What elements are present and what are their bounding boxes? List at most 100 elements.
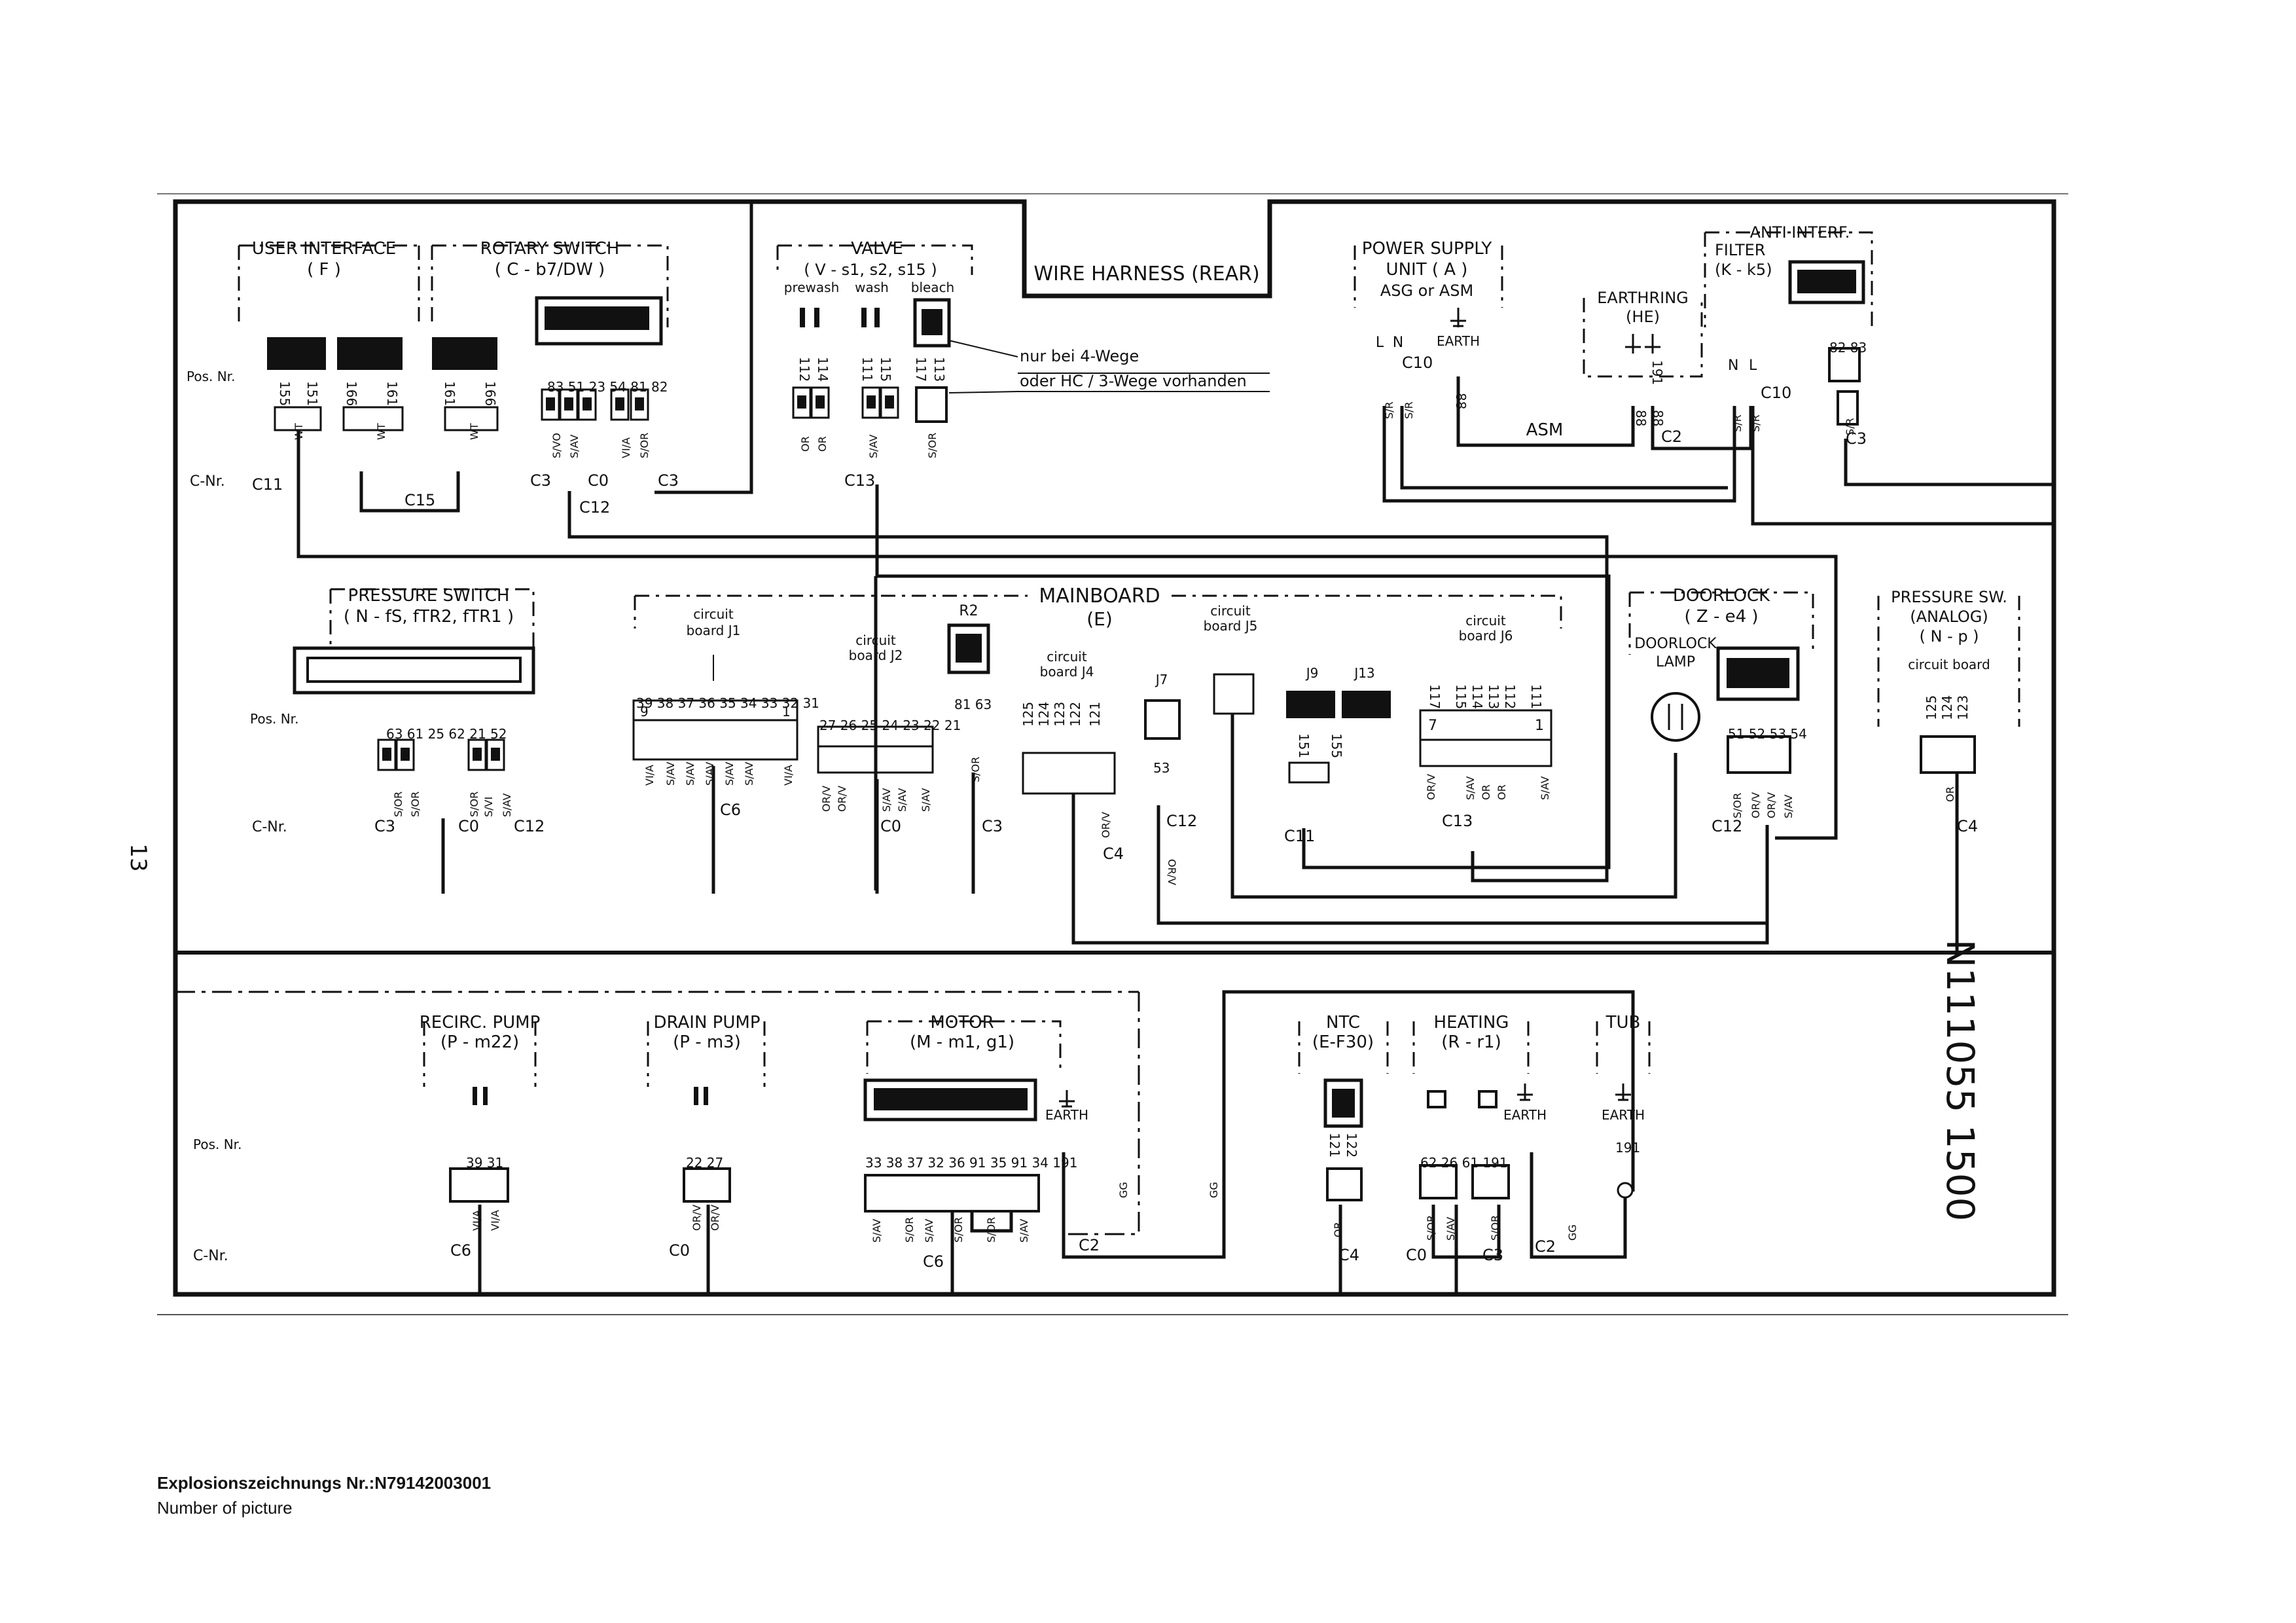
doorlock-code: ( Z - e4 ) bbox=[1684, 607, 1758, 627]
lbl-c13-b: C13 bbox=[1442, 812, 1473, 830]
pos-ui-2: 151 bbox=[304, 381, 320, 406]
doc-code: N111055 1500 bbox=[1938, 939, 1982, 1222]
analog-title: PRESSURE SW. bbox=[1891, 588, 2007, 606]
lbl-c3-d: C3 bbox=[374, 817, 395, 835]
pos-pressure: 63 61 25 62 21 52 bbox=[386, 726, 507, 742]
pos-numbers: 83 51 23 54 81 82 63 61 25 62 21 52 39 3… bbox=[386, 340, 1867, 1171]
j5-label: circuit bbox=[1210, 603, 1251, 619]
power-line2: UNIT ( A ) bbox=[1386, 260, 1468, 280]
filter-l: L bbox=[1749, 357, 1757, 374]
valve-note-line2: oder HC / 3-Wege vorhanden bbox=[1020, 372, 1247, 390]
motor-code: (M - m1, g1) bbox=[910, 1032, 1014, 1052]
analog-connector bbox=[1920, 735, 1976, 774]
pos-motor: 33 38 37 32 36 91 35 91 34 191 bbox=[865, 1155, 1077, 1171]
wc-rot-3: VI/A bbox=[620, 437, 632, 458]
wc-rot-4: S/OR bbox=[638, 433, 651, 458]
power-earth: EARTH bbox=[1437, 333, 1480, 349]
lbl-c4-b: C4 bbox=[1957, 817, 1978, 835]
pos-ui-6: 166 bbox=[482, 381, 498, 406]
pressure-title: PRESSURE SWITCH bbox=[348, 586, 510, 606]
wc-power-2: S/R bbox=[1403, 401, 1415, 419]
wc-j1-7: VI/A bbox=[782, 765, 795, 786]
rotary-title: ROTARY SWITCH bbox=[480, 239, 620, 259]
wc-motor-1: S/AV bbox=[870, 1219, 883, 1243]
pos-valve-6: 113 bbox=[931, 357, 947, 382]
wc-j1-3: S/AV bbox=[684, 762, 696, 786]
valve-block: VALVE ( V - s1, s2, s15 ) prewash wash b… bbox=[776, 239, 973, 423]
doorlock-lamp-2: LAMP bbox=[1656, 654, 1695, 670]
doorlock-lamp-icon bbox=[1651, 692, 1700, 742]
power-n: N bbox=[1393, 335, 1403, 351]
j6-pin-last: 1 bbox=[1535, 718, 1544, 734]
pos-analog-3: 123 bbox=[1955, 695, 1971, 720]
pos-label-1: Pos. Nr. bbox=[187, 369, 235, 384]
j4-label-2: board J4 bbox=[1040, 664, 1094, 680]
wc-motor-4: S/OR bbox=[952, 1217, 965, 1243]
wc-drain-2: OR/V bbox=[709, 1205, 721, 1231]
j9-label: J9 bbox=[1305, 665, 1319, 681]
valve-bleach: bleach bbox=[911, 280, 954, 295]
wc-valve-3: S/AV bbox=[867, 435, 880, 458]
wc-door-1: S/OR bbox=[1731, 793, 1744, 818]
lbl-c4-a: C4 bbox=[1103, 845, 1124, 863]
lbl-c6-a: C6 bbox=[720, 801, 741, 819]
pos-analog-1: 125 bbox=[1924, 695, 1939, 720]
valve-code: ( V - s1, s2, s15 ) bbox=[804, 261, 937, 279]
wc-door-3: OR/V bbox=[1765, 792, 1778, 818]
pos-label-2: Pos. Nr. bbox=[250, 711, 298, 727]
j7-label: J7 bbox=[1155, 672, 1168, 687]
tub-block: TUB EARTH bbox=[1596, 1013, 1651, 1199]
lbl-c0-a: C0 bbox=[588, 471, 609, 490]
wc-door-4: S/AV bbox=[1782, 795, 1795, 818]
pos-doorlock: 51 52 53 54 bbox=[1728, 726, 1807, 742]
valve-note-line1: nur bei 4-Wege bbox=[1020, 347, 1139, 365]
vertical-pos-numbers: 155 151 166 161 161 166 112 114 111 115 … bbox=[277, 357, 1971, 1158]
doorlock-block: DOORLOCK ( Z - e4 ) DOORLOCK LAMP bbox=[1628, 586, 1814, 774]
power-title: POWER SUPPLY bbox=[1362, 239, 1492, 259]
pos-ui-5: 161 bbox=[442, 381, 457, 406]
pos-j2: 27 26 25 24 23 22 21 bbox=[819, 718, 961, 733]
pos-power-2: 191 bbox=[1649, 360, 1665, 385]
lbl-c2-a: C2 bbox=[1661, 428, 1682, 446]
pos-ui-4: 161 bbox=[384, 381, 400, 406]
pos-power-3: 88 bbox=[1633, 410, 1649, 426]
pos-valve-4: 115 bbox=[878, 357, 893, 382]
j1-label: circuit bbox=[693, 606, 734, 622]
j6-label: circuit bbox=[1465, 613, 1506, 629]
valve-prewash: prewash bbox=[784, 280, 840, 295]
pos-power-1: 88 bbox=[1453, 393, 1469, 409]
heating-title: HEATING bbox=[1434, 1013, 1509, 1032]
recirc-code: (P - m22) bbox=[440, 1032, 519, 1052]
wc-j1-1: VI/A bbox=[643, 765, 656, 786]
drain-pump-block: DRAIN PUMP (P - m3) bbox=[647, 1013, 766, 1203]
cnr-label-2: C-Nr. bbox=[252, 819, 287, 835]
lbl-c2-b: C2 bbox=[1079, 1236, 1100, 1254]
filter-code: (K - k5) bbox=[1715, 261, 1772, 279]
pos-j6-4: 113 bbox=[1486, 684, 1501, 709]
wc-recirc-2: VI/A bbox=[489, 1210, 501, 1231]
lbl-c11-b: C11 bbox=[1284, 827, 1315, 845]
ui-code: ( F ) bbox=[307, 260, 341, 280]
earthring-title: EARTHRING bbox=[1597, 289, 1689, 307]
pos-ui-1: 155 bbox=[277, 381, 293, 406]
motor-ground-dashdot bbox=[1064, 992, 1140, 1235]
wc-heat-2: S/AV bbox=[1444, 1217, 1457, 1241]
drain-code: (P - m3) bbox=[673, 1032, 741, 1052]
j4-connector bbox=[1022, 752, 1116, 795]
wc-gnd-1: GG bbox=[1117, 1182, 1130, 1198]
wc-j1-2: S/AV bbox=[664, 762, 677, 786]
j7-connector bbox=[1144, 699, 1181, 740]
earthring-code: (HE) bbox=[1626, 308, 1660, 326]
wc-rot-1: S/VO bbox=[550, 433, 563, 458]
pos-valve-5: 117 bbox=[913, 357, 929, 382]
lbl-c15: C15 bbox=[404, 491, 435, 509]
footer-title: Explosionszeichnungs Nr.:N79142003001 bbox=[157, 1473, 492, 1493]
tub-earth-terminal bbox=[1617, 1182, 1634, 1199]
wc-j1-5: S/AV bbox=[723, 762, 736, 786]
r2-label: R2 bbox=[959, 603, 978, 619]
lbl-c13-a: C13 bbox=[844, 471, 875, 490]
wc-j2-5: S/AV bbox=[920, 788, 932, 812]
lbl-c3-c: C3 bbox=[1846, 429, 1867, 448]
earthring-block: EARTHRING (HE) bbox=[1583, 289, 1703, 378]
cnr-label-3: C-Nr. bbox=[193, 1248, 228, 1264]
